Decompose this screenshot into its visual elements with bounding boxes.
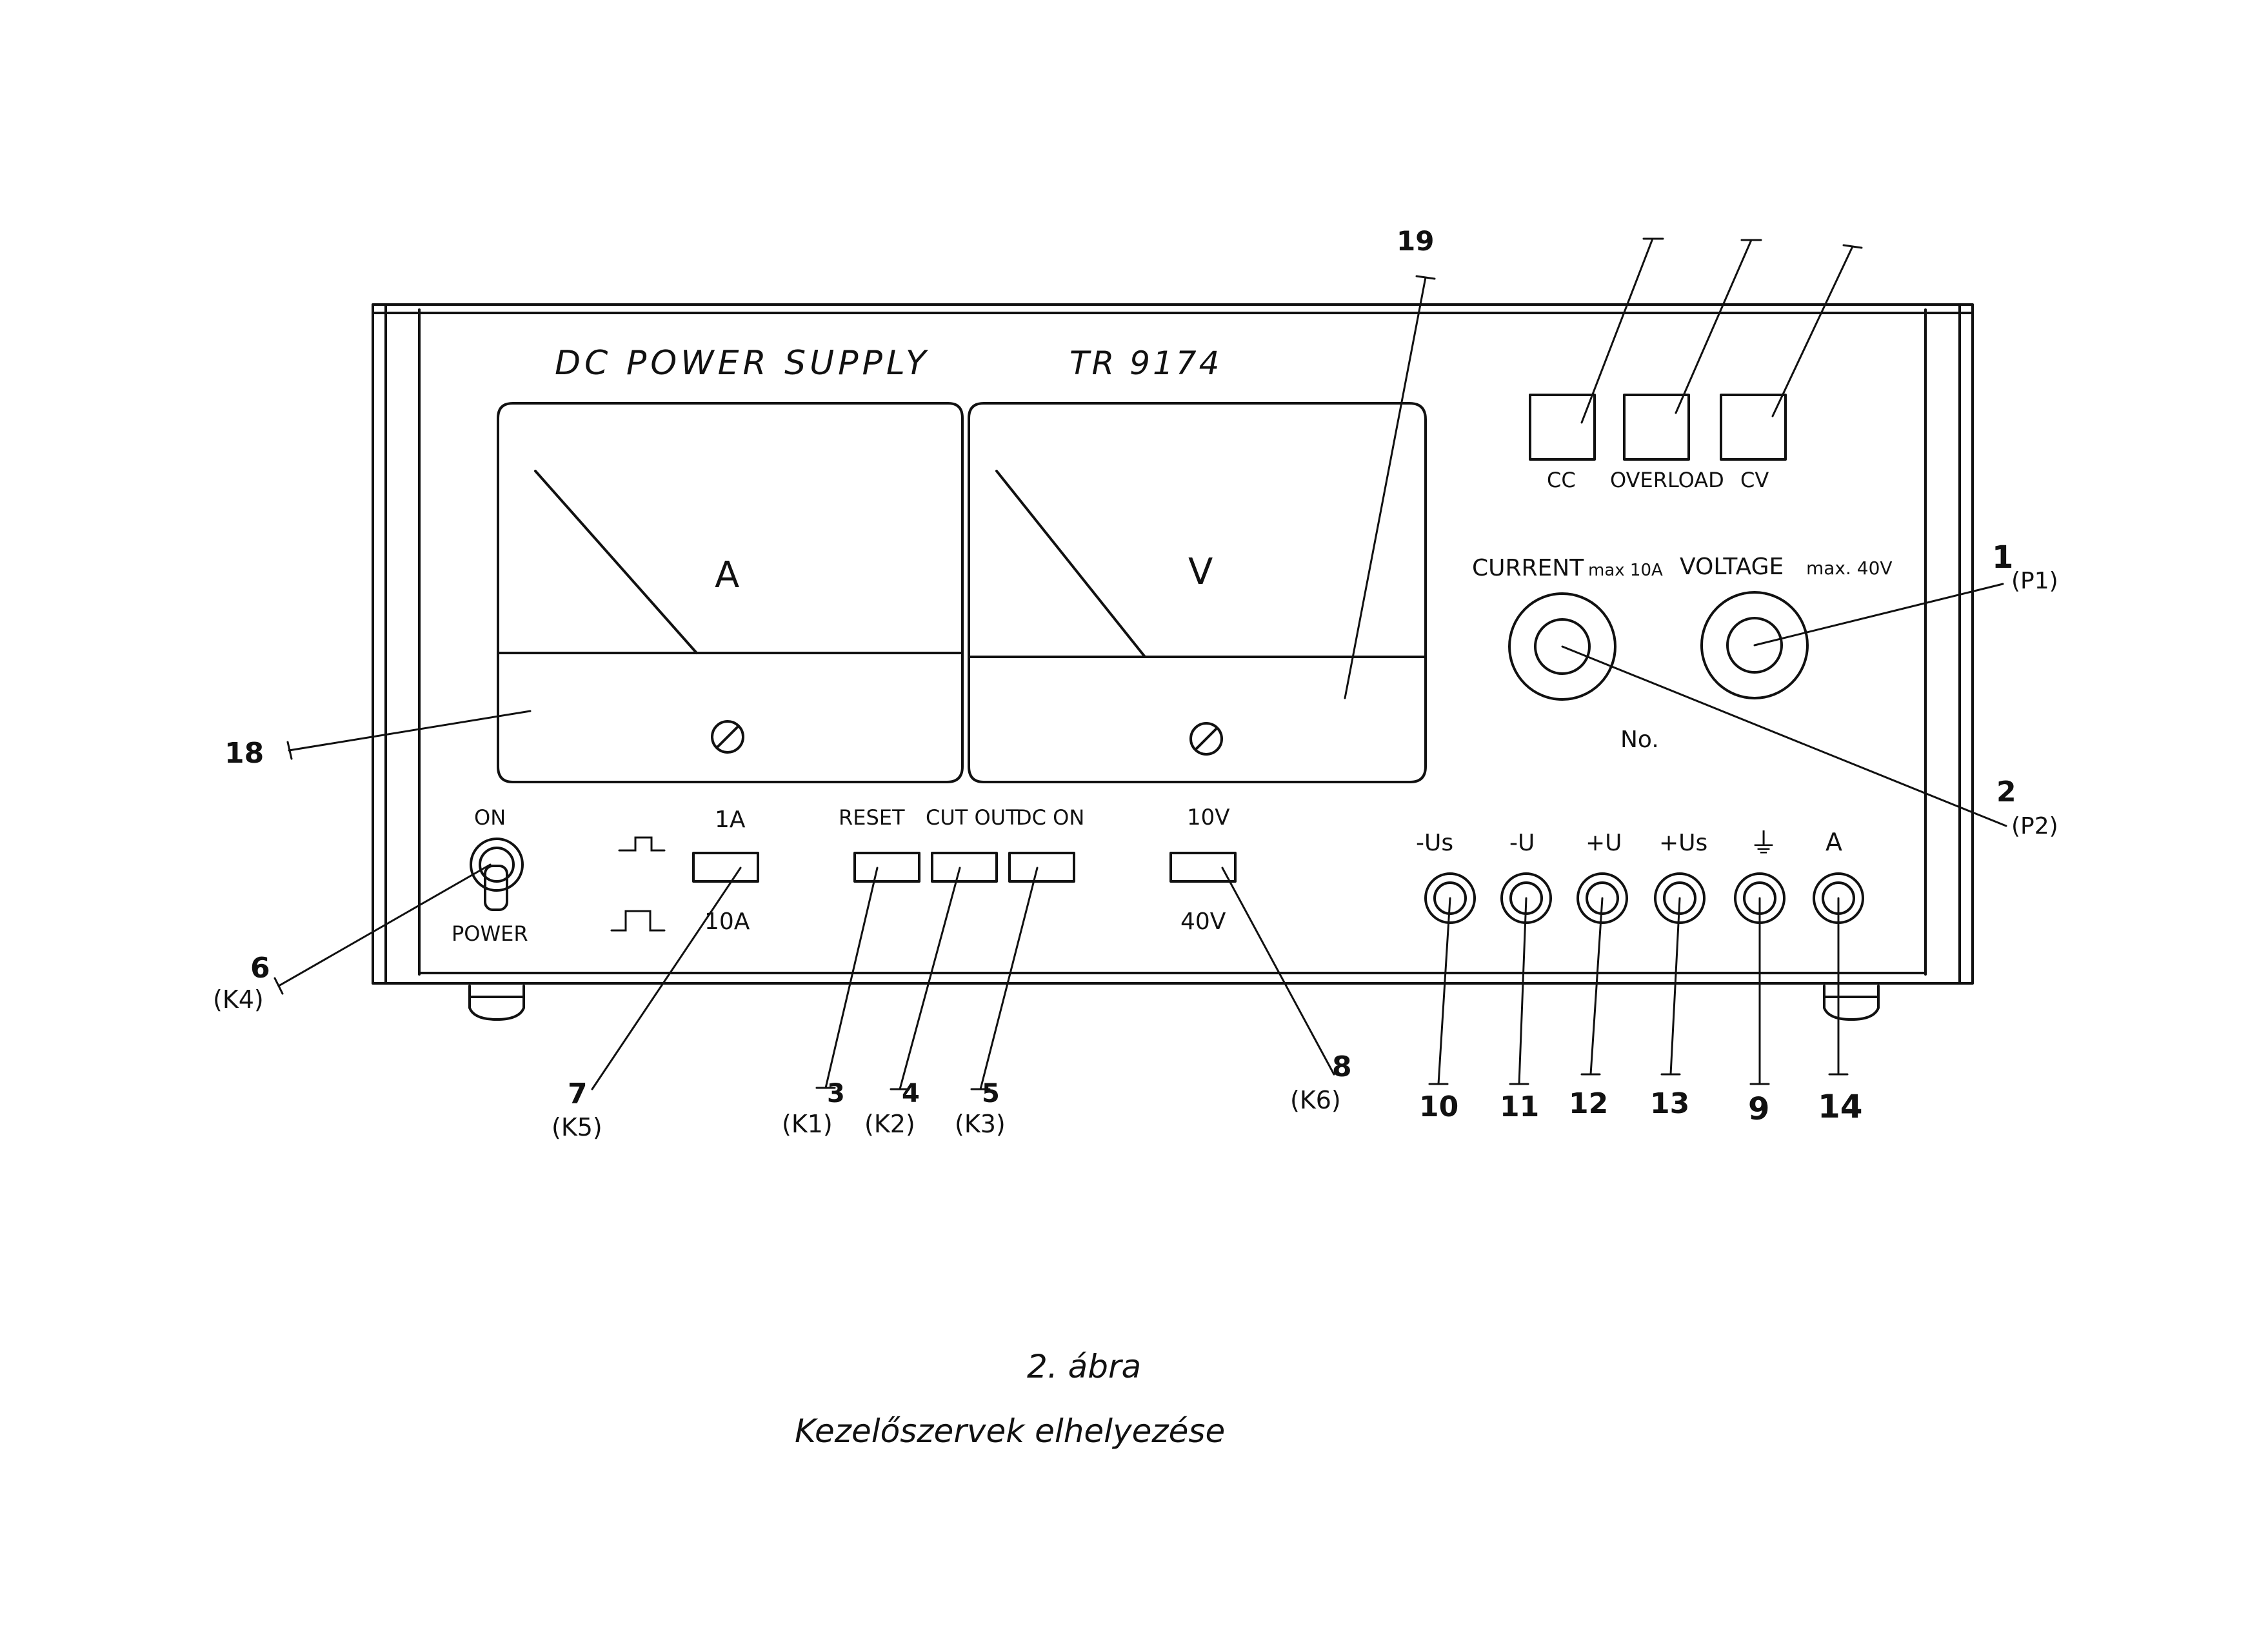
- range-current-switch[interactable]: [692, 852, 759, 883]
- reset-button[interactable]: [853, 852, 920, 883]
- indicator-cv-label: CV: [1740, 468, 1769, 492]
- foot-left: [468, 985, 525, 1021]
- serial-number-label: No.: [1620, 727, 1659, 753]
- range-voltage-bottom-label: 40V: [1180, 908, 1226, 935]
- pulse-narrow-icon: [618, 836, 666, 852]
- callout-8-ref: (K6): [1290, 1086, 1341, 1114]
- range-current-bottom-label: 10A: [704, 908, 750, 935]
- power-toggle-switch[interactable]: [470, 838, 524, 911]
- ammeter: A: [497, 402, 964, 783]
- callout-4: 4: [902, 1079, 920, 1109]
- callout-14: 14: [1818, 1088, 1863, 1125]
- callout-3-ref: (K1): [782, 1110, 833, 1138]
- terminal-plus-u[interactable]: [1577, 872, 1628, 924]
- ammeter-unit: A: [715, 554, 739, 596]
- terminal-label-ground: ⏚: [1749, 827, 1778, 860]
- voltmeter: V: [968, 402, 1427, 783]
- range-current-top-label: 1A: [715, 807, 746, 833]
- cutout-label: CUT OUT: [926, 805, 1019, 830]
- callout-9: 9: [1748, 1091, 1769, 1127]
- terminal-label-plus-us: +Us: [1659, 830, 1707, 856]
- callout-1: 1: [1992, 539, 2013, 576]
- callout-7: 7: [568, 1078, 588, 1110]
- figure-caption-number: 2. ábra: [1027, 1348, 1141, 1385]
- range-voltage-switch[interactable]: [1169, 852, 1237, 883]
- pulse-wide-icon: [610, 910, 666, 932]
- panel-model: TR 9174: [1069, 345, 1222, 382]
- callout-11: 11: [1500, 1090, 1539, 1123]
- knob-current[interactable]: [1508, 592, 1616, 701]
- knob-voltage[interactable]: [1700, 591, 1809, 699]
- indicator-cc-label: CC: [1547, 468, 1576, 492]
- indicator-overload: OVERLOAD: [1610, 394, 1724, 492]
- callouts: 19 18 1 (P1) 2 (P2) 6 (K4) 7 (K5) 3 (K1)…: [213, 225, 2058, 1141]
- knob-voltage-max: max. 40V: [1806, 557, 1893, 579]
- dcon-button[interactable]: [1008, 852, 1075, 883]
- panel-title: DC POWER SUPPLY: [555, 344, 930, 383]
- callout-2: 2: [1996, 776, 2016, 808]
- indicator-cc: CC: [1529, 394, 1596, 492]
- callout-4-ref: (K2): [864, 1110, 915, 1138]
- callout-3: 3: [827, 1079, 845, 1109]
- foot-right: [1823, 985, 1880, 1021]
- callout-6: 6: [250, 952, 270, 985]
- terminal-label-plus-u: +U: [1586, 830, 1622, 856]
- callout-6-ref: (K4): [213, 985, 264, 1014]
- callout-5: 5: [982, 1079, 1000, 1109]
- knob-current-label: CURRENT: [1472, 555, 1584, 581]
- callout-2-ref: (P2): [2011, 813, 2058, 839]
- ammeter-zero-screw: [711, 720, 744, 754]
- callout-19: 19: [1397, 225, 1434, 257]
- voltmeter-unit: V: [1188, 551, 1213, 593]
- knob-current-max: max 10A: [1588, 561, 1663, 580]
- terminal-label-a: A: [1825, 828, 1842, 856]
- callout-10: 10: [1419, 1090, 1458, 1123]
- power-label: POWER: [452, 921, 528, 946]
- callout-18: 18: [224, 737, 264, 770]
- terminal-label-minus-us: -Us: [1416, 830, 1453, 856]
- dcon-label: DC ON: [1016, 805, 1084, 830]
- callout-7-ref: (K5): [552, 1113, 602, 1141]
- voltmeter-zero-screw: [1189, 722, 1223, 756]
- ammeter-needle: [534, 470, 698, 654]
- voltmeter-needle: [995, 470, 1146, 658]
- range-voltage-top-label: 10V: [1187, 805, 1230, 830]
- callout-5-ref: (K3): [955, 1110, 1006, 1138]
- callout-12: 12: [1569, 1087, 1608, 1120]
- callout-1-ref: (P1): [2011, 568, 2058, 594]
- cutout-button[interactable]: [931, 852, 998, 883]
- terminal-label-minus-u: -U: [1509, 830, 1535, 856]
- knob-voltage-label: VOLTAGE: [1680, 554, 1784, 580]
- terminals: -Us -U +U +Us ⏚ A: [1416, 827, 1864, 924]
- power-on-label: ON: [474, 805, 506, 830]
- reset-label: RESET: [839, 805, 905, 830]
- indicator-cv: CV: [1720, 394, 1787, 492]
- callout-8: 8: [1332, 1050, 1352, 1083]
- leader-lines: [274, 237, 2007, 1090]
- indicator-overload-label: OVERLOAD: [1610, 468, 1724, 492]
- figure-caption-text: Kezelőszervek elhelyezése: [795, 1412, 1225, 1450]
- callout-13: 13: [1650, 1087, 1689, 1120]
